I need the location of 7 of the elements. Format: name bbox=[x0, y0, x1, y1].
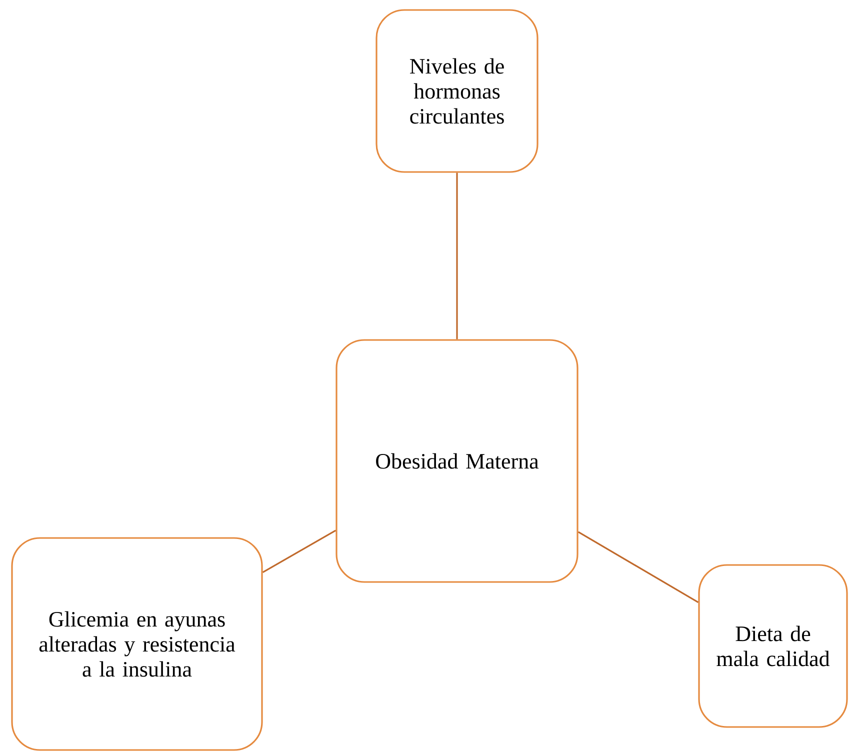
rounded-box: Dieta de mala calidad bbox=[698, 564, 848, 728]
rounded-box: Niveles de hormonas circulantes bbox=[376, 9, 538, 173]
rounded-box: Glicemia en ayunas alteradas y resistencia a la insulina bbox=[11, 537, 263, 751]
connector-line bbox=[262, 530, 336, 574]
connector-line bbox=[456, 172, 458, 340]
rounded-box: Obesidad Materna bbox=[336, 339, 578, 583]
connector-line bbox=[578, 531, 699, 603]
